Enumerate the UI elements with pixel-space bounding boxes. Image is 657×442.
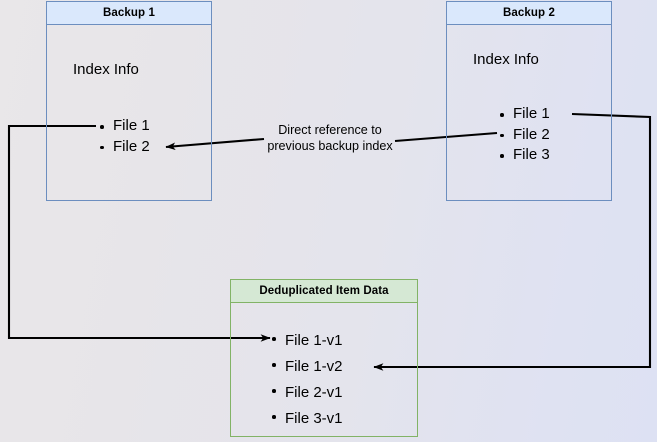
list-item[interactable]: File 1 (499, 104, 550, 125)
backup1-box[interactable] (46, 1, 212, 201)
backup2-header-label: Backup 2 (503, 7, 555, 19)
backup1-header[interactable]: Backup 1 (46, 1, 212, 25)
backup1-header-label: Backup 1 (103, 7, 155, 19)
list-item[interactable]: File 3 (499, 145, 550, 166)
list-item[interactable]: File 2 (499, 125, 550, 146)
backup1-file-list: File 1 File 2 (99, 116, 150, 157)
list-item[interactable]: File 1-v2 (271, 354, 343, 380)
direct-reference-line-2: previous backup index (267, 138, 393, 153)
backup2-box[interactable] (446, 1, 612, 201)
backup2-header[interactable]: Backup 2 (446, 1, 612, 25)
list-item[interactable]: File 1 (99, 116, 150, 137)
list-item[interactable]: File 1-v1 (271, 328, 343, 354)
dedup-file-list: File 1-v1 File 1-v2 File 2-v1 File 3-v1 (271, 328, 343, 432)
backup1-index-info-label: Index Info (73, 61, 139, 78)
dedup-header-label: Deduplicated Item Data (259, 285, 389, 297)
list-item[interactable]: File 2-v1 (271, 380, 343, 406)
list-item[interactable]: File 2 (99, 137, 150, 158)
list-item[interactable]: File 3-v1 (271, 406, 343, 432)
dedup-header[interactable]: Deduplicated Item Data (230, 279, 418, 303)
direct-reference-annotation: Direct reference to previous backup inde… (248, 123, 412, 154)
backup2-file-list: File 1 File 2 File 3 (499, 104, 550, 166)
backup2-index-info-label: Index Info (473, 51, 539, 68)
direct-reference-line-1: Direct reference to (278, 123, 382, 137)
